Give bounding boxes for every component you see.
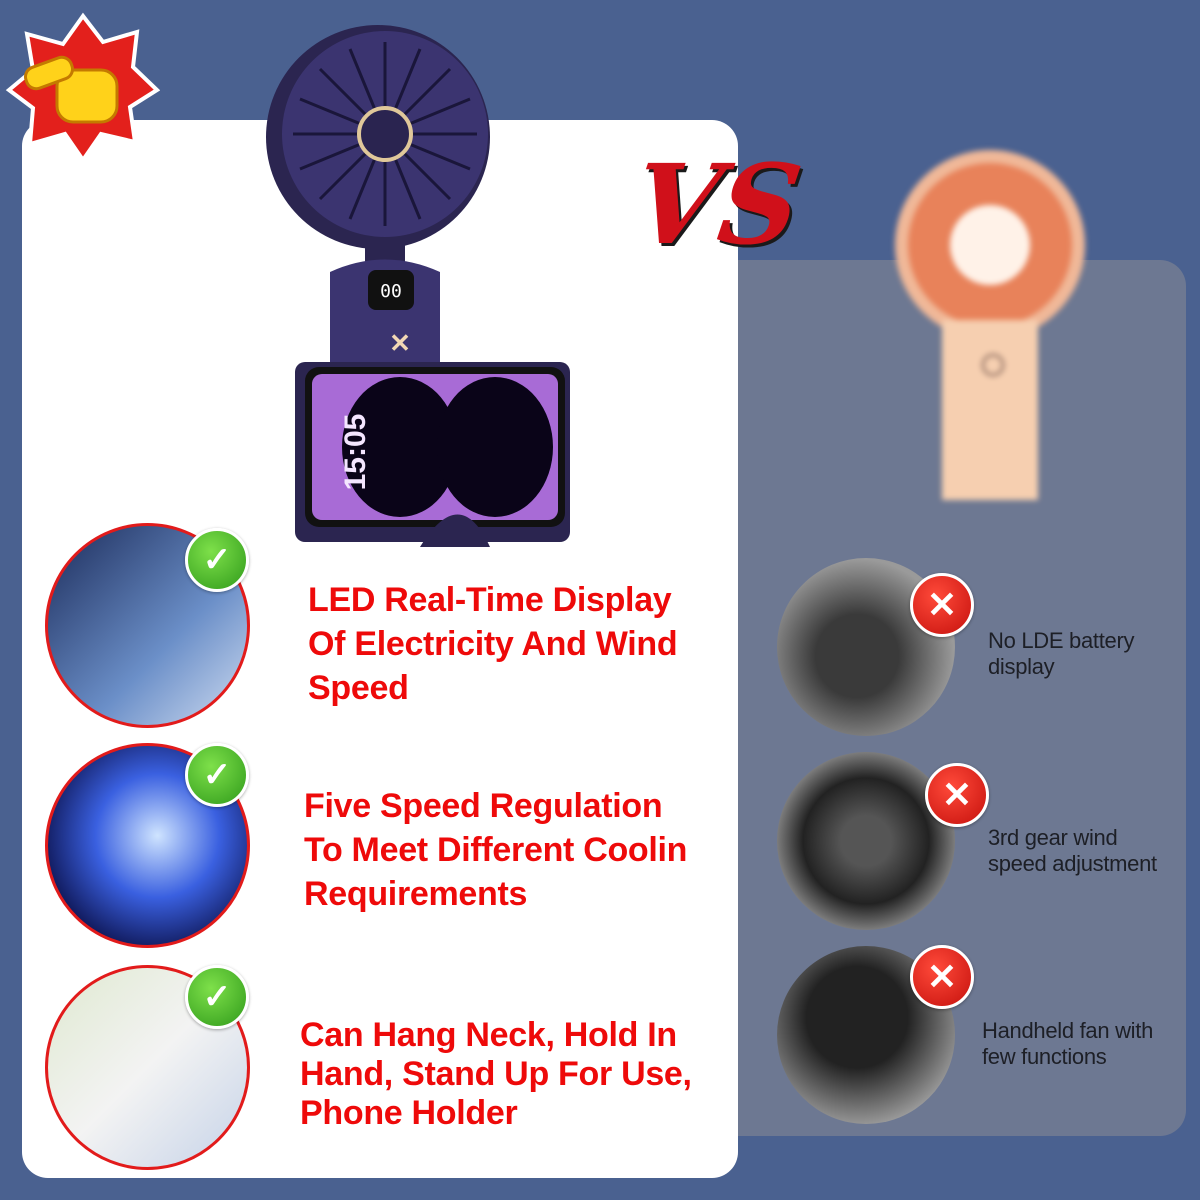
cross-icon: ✕	[910, 945, 974, 1009]
svg-text:✕: ✕	[389, 328, 411, 358]
check-icon: ✓	[185, 743, 249, 807]
check-icon: ✓	[185, 965, 249, 1029]
check-icon: ✓	[185, 528, 249, 592]
cross-icon: ✕	[910, 573, 974, 637]
product-display-readout: 00	[380, 281, 402, 302]
thumbs-up-icon	[5, 12, 160, 162]
cross-icon: ✕	[925, 763, 989, 827]
competitor-image-3-speed	[777, 752, 955, 930]
competitor-fan-image	[895, 150, 1085, 500]
product-fan-image: 00 ✕ 15:05	[266, 25, 570, 547]
phone-clock: 15:05	[339, 414, 372, 491]
vs-emblem: VS	[625, 140, 809, 269]
